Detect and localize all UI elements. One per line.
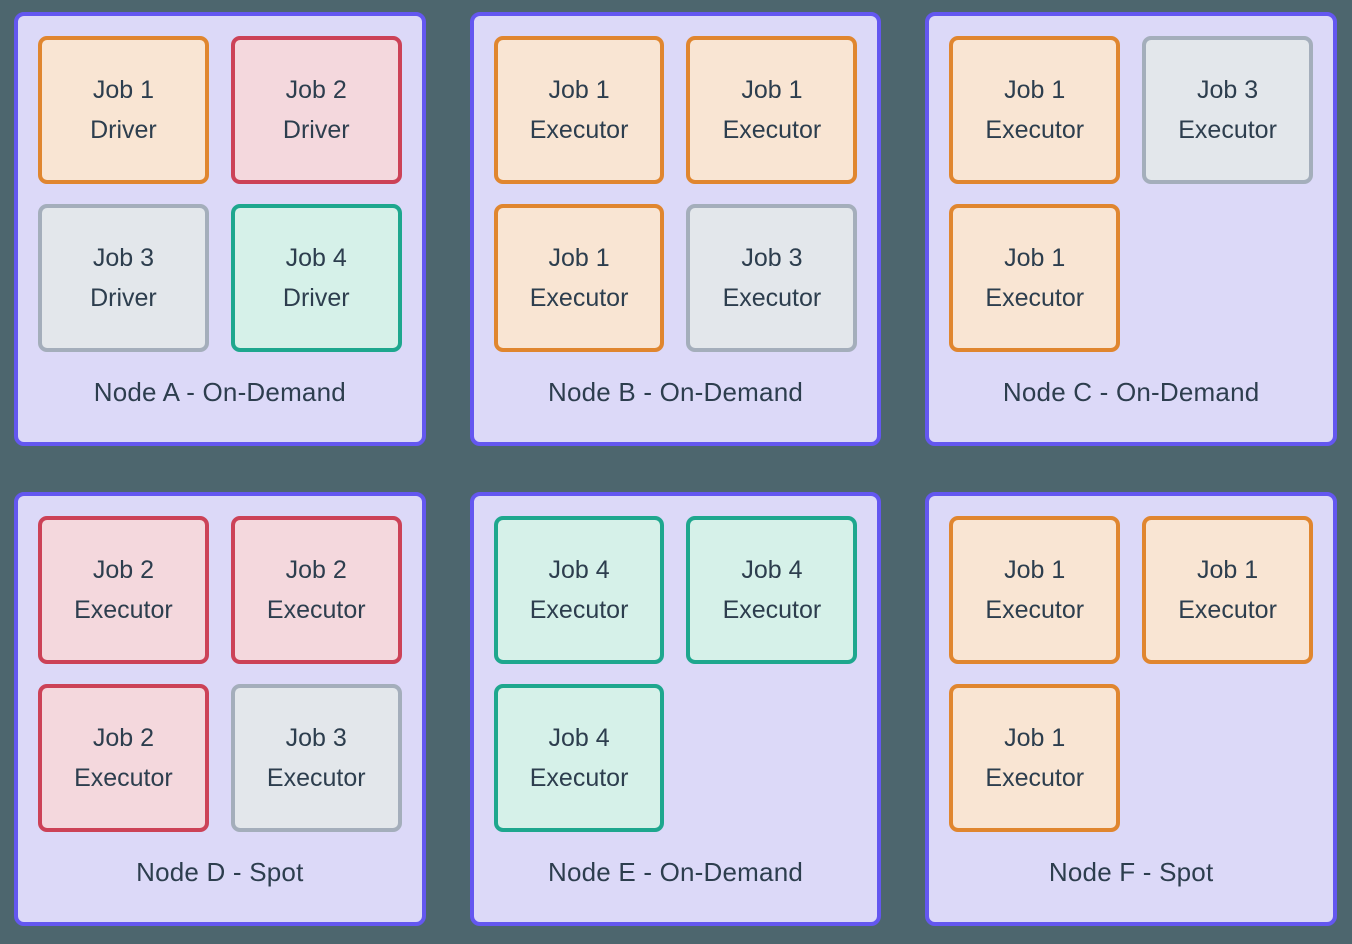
job-box-job3: Job 3 Executor: [686, 204, 858, 352]
job-box-job1: Job 1 Executor: [949, 516, 1121, 664]
job-box-role: Executor: [74, 764, 173, 792]
node-f: Job 1 Executor Job 1 Executor Job 1 Exec…: [925, 492, 1337, 926]
job-box-title: Job 1: [1004, 244, 1066, 272]
job-box-title: Job 1: [1004, 76, 1066, 104]
node-a: Job 1 Driver Job 2 Driver Job 3 Driver J…: [14, 12, 426, 446]
node-job-grid: Job 1 Executor Job 3 Executor Job 1 Exec…: [949, 36, 1313, 352]
job-box-job1: Job 1 Executor: [949, 204, 1121, 352]
job-box-job2: Job 2 Executor: [230, 516, 402, 664]
job-box-job1: Job 1 Executor: [493, 204, 665, 352]
node-label: Node E - On-Demand: [547, 856, 804, 887]
job-box-role: Executor: [722, 596, 822, 624]
job-box-job2: Job 2 Driver: [230, 36, 402, 184]
job-box-title: Job 2: [285, 556, 347, 584]
job-box-role: Driver: [282, 116, 350, 144]
node-label: Node F - Spot: [1048, 856, 1214, 887]
job-box-job4: Job 4 Executor: [686, 516, 858, 664]
node-label: Node D - Spot: [136, 856, 304, 887]
job-box-title: Job 4: [741, 556, 803, 584]
job-box-job2: Job 2 Executor: [38, 516, 209, 664]
node-job-grid: Job 1 Executor Job 1 Executor Job 1 Exec…: [493, 36, 858, 352]
job-box-job2: Job 2 Executor: [38, 684, 209, 832]
job-box-title: Job 1: [741, 76, 803, 104]
job-box-title: Job 2: [92, 556, 154, 584]
job-box-title: Job 3: [741, 244, 803, 272]
node-job-grid: Job 1 Executor Job 1 Executor Job 1 Exec…: [949, 516, 1313, 832]
job-box-title: Job 1: [92, 76, 154, 104]
job-box-title: Job 3: [285, 724, 347, 752]
job-box-job1: Job 1 Executor: [686, 36, 858, 184]
job-box-title: Job 1: [1004, 556, 1066, 584]
job-box-role: Executor: [74, 596, 173, 624]
job-box-role: Driver: [90, 284, 157, 312]
job-box-title: Job 3: [1196, 76, 1259, 104]
job-box-role: Executor: [985, 116, 1085, 144]
node-label: Node A - On-Demand: [93, 376, 346, 407]
job-box-role: Executor: [266, 596, 366, 624]
job-box-role: Executor: [722, 116, 822, 144]
node-e: Job 4 Executor Job 4 Executor Job 4 Exec…: [469, 492, 882, 926]
job-box-role: Executor: [985, 764, 1085, 792]
job-box-role: Executor: [529, 764, 629, 792]
job-box-title: Job 1: [1196, 556, 1259, 584]
node-job-grid: Job 2 Executor Job 2 Executor Job 2 Exec…: [38, 516, 402, 832]
job-box-title: Job 1: [548, 244, 610, 272]
job-box-job1: Job 1 Executor: [949, 684, 1121, 832]
node-grid: Job 1 Driver Job 2 Driver Job 3 Driver J…: [14, 12, 1337, 926]
job-box-title: Job 2: [92, 724, 154, 752]
job-box-job3: Job 3 Executor: [230, 684, 402, 832]
node-d: Job 2 Executor Job 2 Executor Job 2 Exec…: [14, 492, 426, 926]
job-box-title: Job 2: [285, 76, 347, 104]
job-box-job1: Job 1 Executor: [1142, 516, 1313, 664]
job-box-role: Driver: [90, 116, 157, 144]
job-box-job3: Job 3 Driver: [38, 204, 209, 352]
job-box-role: Driver: [282, 284, 350, 312]
job-box-job1: Job 1 Executor: [493, 36, 665, 184]
job-box-title: Job 3: [92, 244, 154, 272]
job-box-job3: Job 3 Executor: [1142, 36, 1313, 184]
job-box-job4: Job 4 Executor: [493, 684, 665, 832]
node-label: Node C - On-Demand: [1002, 376, 1260, 407]
job-box-title: Job 1: [1004, 724, 1066, 752]
job-box-title: Job 4: [548, 724, 610, 752]
job-box-job4: Job 4 Executor: [493, 516, 665, 664]
job-box-role: Executor: [1178, 116, 1277, 144]
job-box-job1: Job 1 Driver: [38, 36, 209, 184]
node-b: Job 1 Executor Job 1 Executor Job 1 Exec…: [469, 12, 882, 446]
node-job-grid: Job 4 Executor Job 4 Executor Job 4 Exec…: [493, 516, 858, 832]
job-box-job4: Job 4 Driver: [230, 204, 402, 352]
job-box-job1: Job 1 Executor: [949, 36, 1121, 184]
job-box-title: Job 1: [548, 76, 610, 104]
job-box-role: Executor: [1178, 596, 1277, 624]
job-box-role: Executor: [722, 284, 822, 312]
node-c: Job 1 Executor Job 3 Executor Job 1 Exec…: [925, 12, 1337, 446]
job-box-role: Executor: [529, 284, 629, 312]
job-box-role: Executor: [985, 596, 1085, 624]
job-box-title: Job 4: [548, 556, 610, 584]
node-job-grid: Job 1 Driver Job 2 Driver Job 3 Driver J…: [38, 36, 402, 352]
job-box-role: Executor: [266, 764, 366, 792]
job-box-role: Executor: [529, 116, 629, 144]
job-box-role: Executor: [529, 596, 629, 624]
job-box-role: Executor: [985, 284, 1085, 312]
node-label: Node B - On-Demand: [547, 376, 804, 407]
job-box-title: Job 4: [285, 244, 347, 272]
